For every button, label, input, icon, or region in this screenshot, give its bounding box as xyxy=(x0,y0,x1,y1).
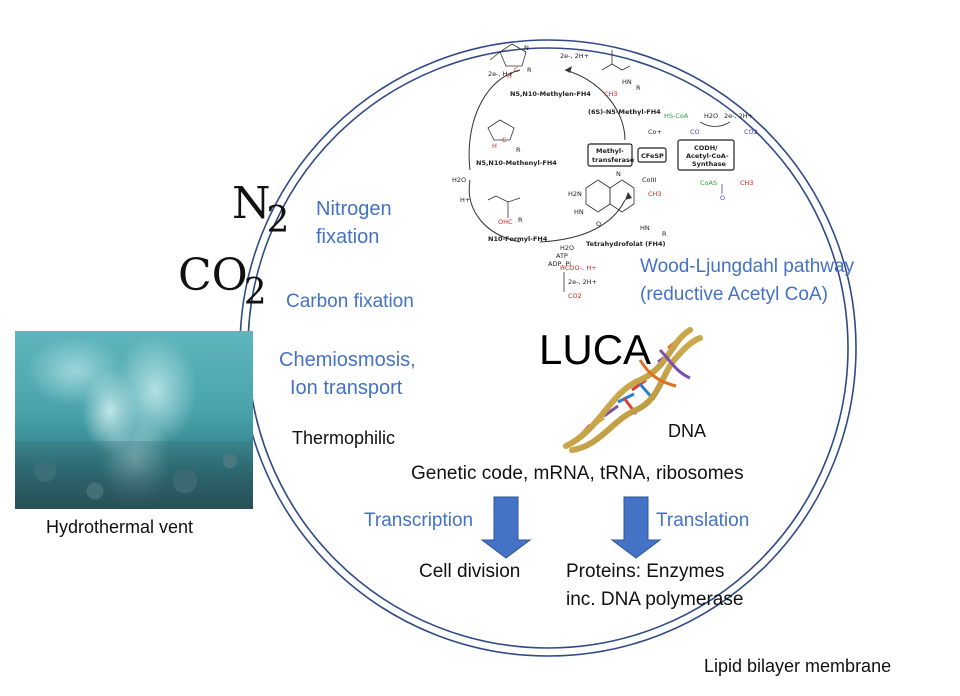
bottom-2e-2h: 2e-, 2H+ xyxy=(568,278,597,286)
co-ch3-label: CH3 xyxy=(648,190,662,198)
transcription-label: Transcription xyxy=(364,510,474,531)
transcription-arrow xyxy=(480,496,532,559)
cfesp-label: CFeSP xyxy=(641,152,664,160)
methenyl-h-label: H xyxy=(492,142,497,150)
methylen-r-label: R xyxy=(527,66,532,74)
acetyl-o-label: O xyxy=(720,194,725,202)
atp-h2o-label: H2O xyxy=(560,244,574,252)
thf-hn-label: HN xyxy=(574,208,584,216)
carbon-fixation-label: Carbon fixation xyxy=(286,291,414,312)
thf-o-label: O xyxy=(596,220,601,228)
co-label: CO xyxy=(690,128,700,136)
chemiosmosis-line2: Ion transport xyxy=(290,377,403,399)
thf-r-label: R xyxy=(662,230,667,238)
formyl-fh4-label: N10-Formyl-FH4 xyxy=(488,235,548,243)
proteins-line2: inc. DNA polymerase xyxy=(566,589,744,610)
wood-ljungdahl-pathway-scheme: H C R N N5,N10-Methylen-FH4 2e-, H+ CH3 … xyxy=(452,43,758,300)
right-2e-2h: 2e-, 2H+ xyxy=(724,112,753,120)
genetic-code-label: Genetic code, mRNA, tRNA, ribosomes xyxy=(411,463,744,484)
carbon-formula-subscript: 2 xyxy=(243,272,267,313)
right-h2o-label: H2O xyxy=(704,112,718,120)
chemiosmosis-line1: Chemiosmosis, xyxy=(279,349,416,371)
thf-n-label: N xyxy=(616,170,621,178)
co-plus-label: Co+ xyxy=(648,128,662,136)
methyltransferase-line2: transferase xyxy=(592,156,635,164)
thf-hn2-label: HN xyxy=(640,224,650,232)
dna-label: DNA xyxy=(668,421,707,441)
acetyl-ch3-label: CH3 xyxy=(740,179,754,187)
methyl-r-label: R xyxy=(636,84,641,92)
top-left-2e-h: 2e-, H+ xyxy=(488,70,513,78)
formyl-r-label: R xyxy=(518,216,523,224)
top-right-2e-2h: 2e-, 2H+ xyxy=(560,52,589,60)
hcoo-label: HCOO-, H+ xyxy=(560,264,597,272)
nitrogen-formula-subscript: 2 xyxy=(266,200,290,241)
thf-h2n-label: H2N xyxy=(568,190,582,198)
nitrogen-formula: N2 xyxy=(232,178,289,241)
methenyl-fh4-label: N5,N10-Methenyl-FH4 xyxy=(476,159,557,167)
adp-label: ADP, Pi xyxy=(548,260,571,268)
methylen-h-label: H xyxy=(507,72,512,80)
nitrogen-fixation-line2: fixation xyxy=(316,226,380,248)
nitrogen-formula-base: N xyxy=(232,178,271,229)
methylen-fh4-label: N5,N10-Methylen-FH4 xyxy=(510,90,591,98)
nitrogen-fixation-line1: Nitrogen xyxy=(316,198,392,220)
lipid-bilayer-caption: Lipid bilayer membrane xyxy=(704,656,892,676)
hs-coa-label: HS-CoA xyxy=(664,112,689,120)
proteins-line1: Proteins: Enzymes xyxy=(566,561,725,582)
wood-ljungdahl-line2: (reductive Acetyl CoA) xyxy=(640,284,828,305)
dna-helix-illustration xyxy=(563,327,703,453)
hydrothermal-vent-caption: Hydrothermal vent xyxy=(46,517,194,537)
left-h2o-label: H2O xyxy=(452,176,466,184)
luca-title: LUCA xyxy=(539,326,652,373)
atp-label: ATP xyxy=(556,252,568,260)
methylen-n-label: N xyxy=(524,44,529,52)
codh-line2: Acetyl-CoA- xyxy=(686,152,729,160)
right-co2-label: CO2 xyxy=(744,128,758,136)
methyl-ch3-label: CH3 xyxy=(604,90,618,98)
translation-label: Translation xyxy=(656,510,750,531)
methyl-hn-label: HN xyxy=(622,78,632,86)
methenyl-c-label: C xyxy=(502,136,507,144)
coas-label: CoAS xyxy=(700,179,717,187)
codh-line3: Synthase xyxy=(692,160,727,168)
wood-ljungdahl-line1: Wood-Ljungdahl pathway xyxy=(640,256,855,277)
methyltransferase-line1: Methyl- xyxy=(596,147,624,155)
hydrothermal-vent-photo xyxy=(15,331,253,509)
methenyl-r-label: R xyxy=(516,146,521,154)
bottom-co2-label: CO2 xyxy=(568,292,582,300)
left-h-plus-label: H+ xyxy=(460,196,470,204)
translation-arrow xyxy=(610,496,662,559)
cell-division-label: Cell division xyxy=(419,561,521,582)
co-iii-label: CoIII xyxy=(642,176,656,184)
formyl-cho-label: OHC xyxy=(498,218,513,226)
thf-label: Tetrahydrofolat (FH4) xyxy=(586,240,666,248)
thermophilic-label: Thermophilic xyxy=(292,428,396,448)
codh-line1: CODH/ xyxy=(694,144,718,152)
methyl-fh4-label: (6S)-N5-Methyl-FH4 xyxy=(588,108,661,116)
carbon-formula-base: CO xyxy=(178,250,248,301)
carbon-dioxide-formula: CO2 xyxy=(178,250,267,313)
methylen-c-label: C xyxy=(514,66,519,74)
